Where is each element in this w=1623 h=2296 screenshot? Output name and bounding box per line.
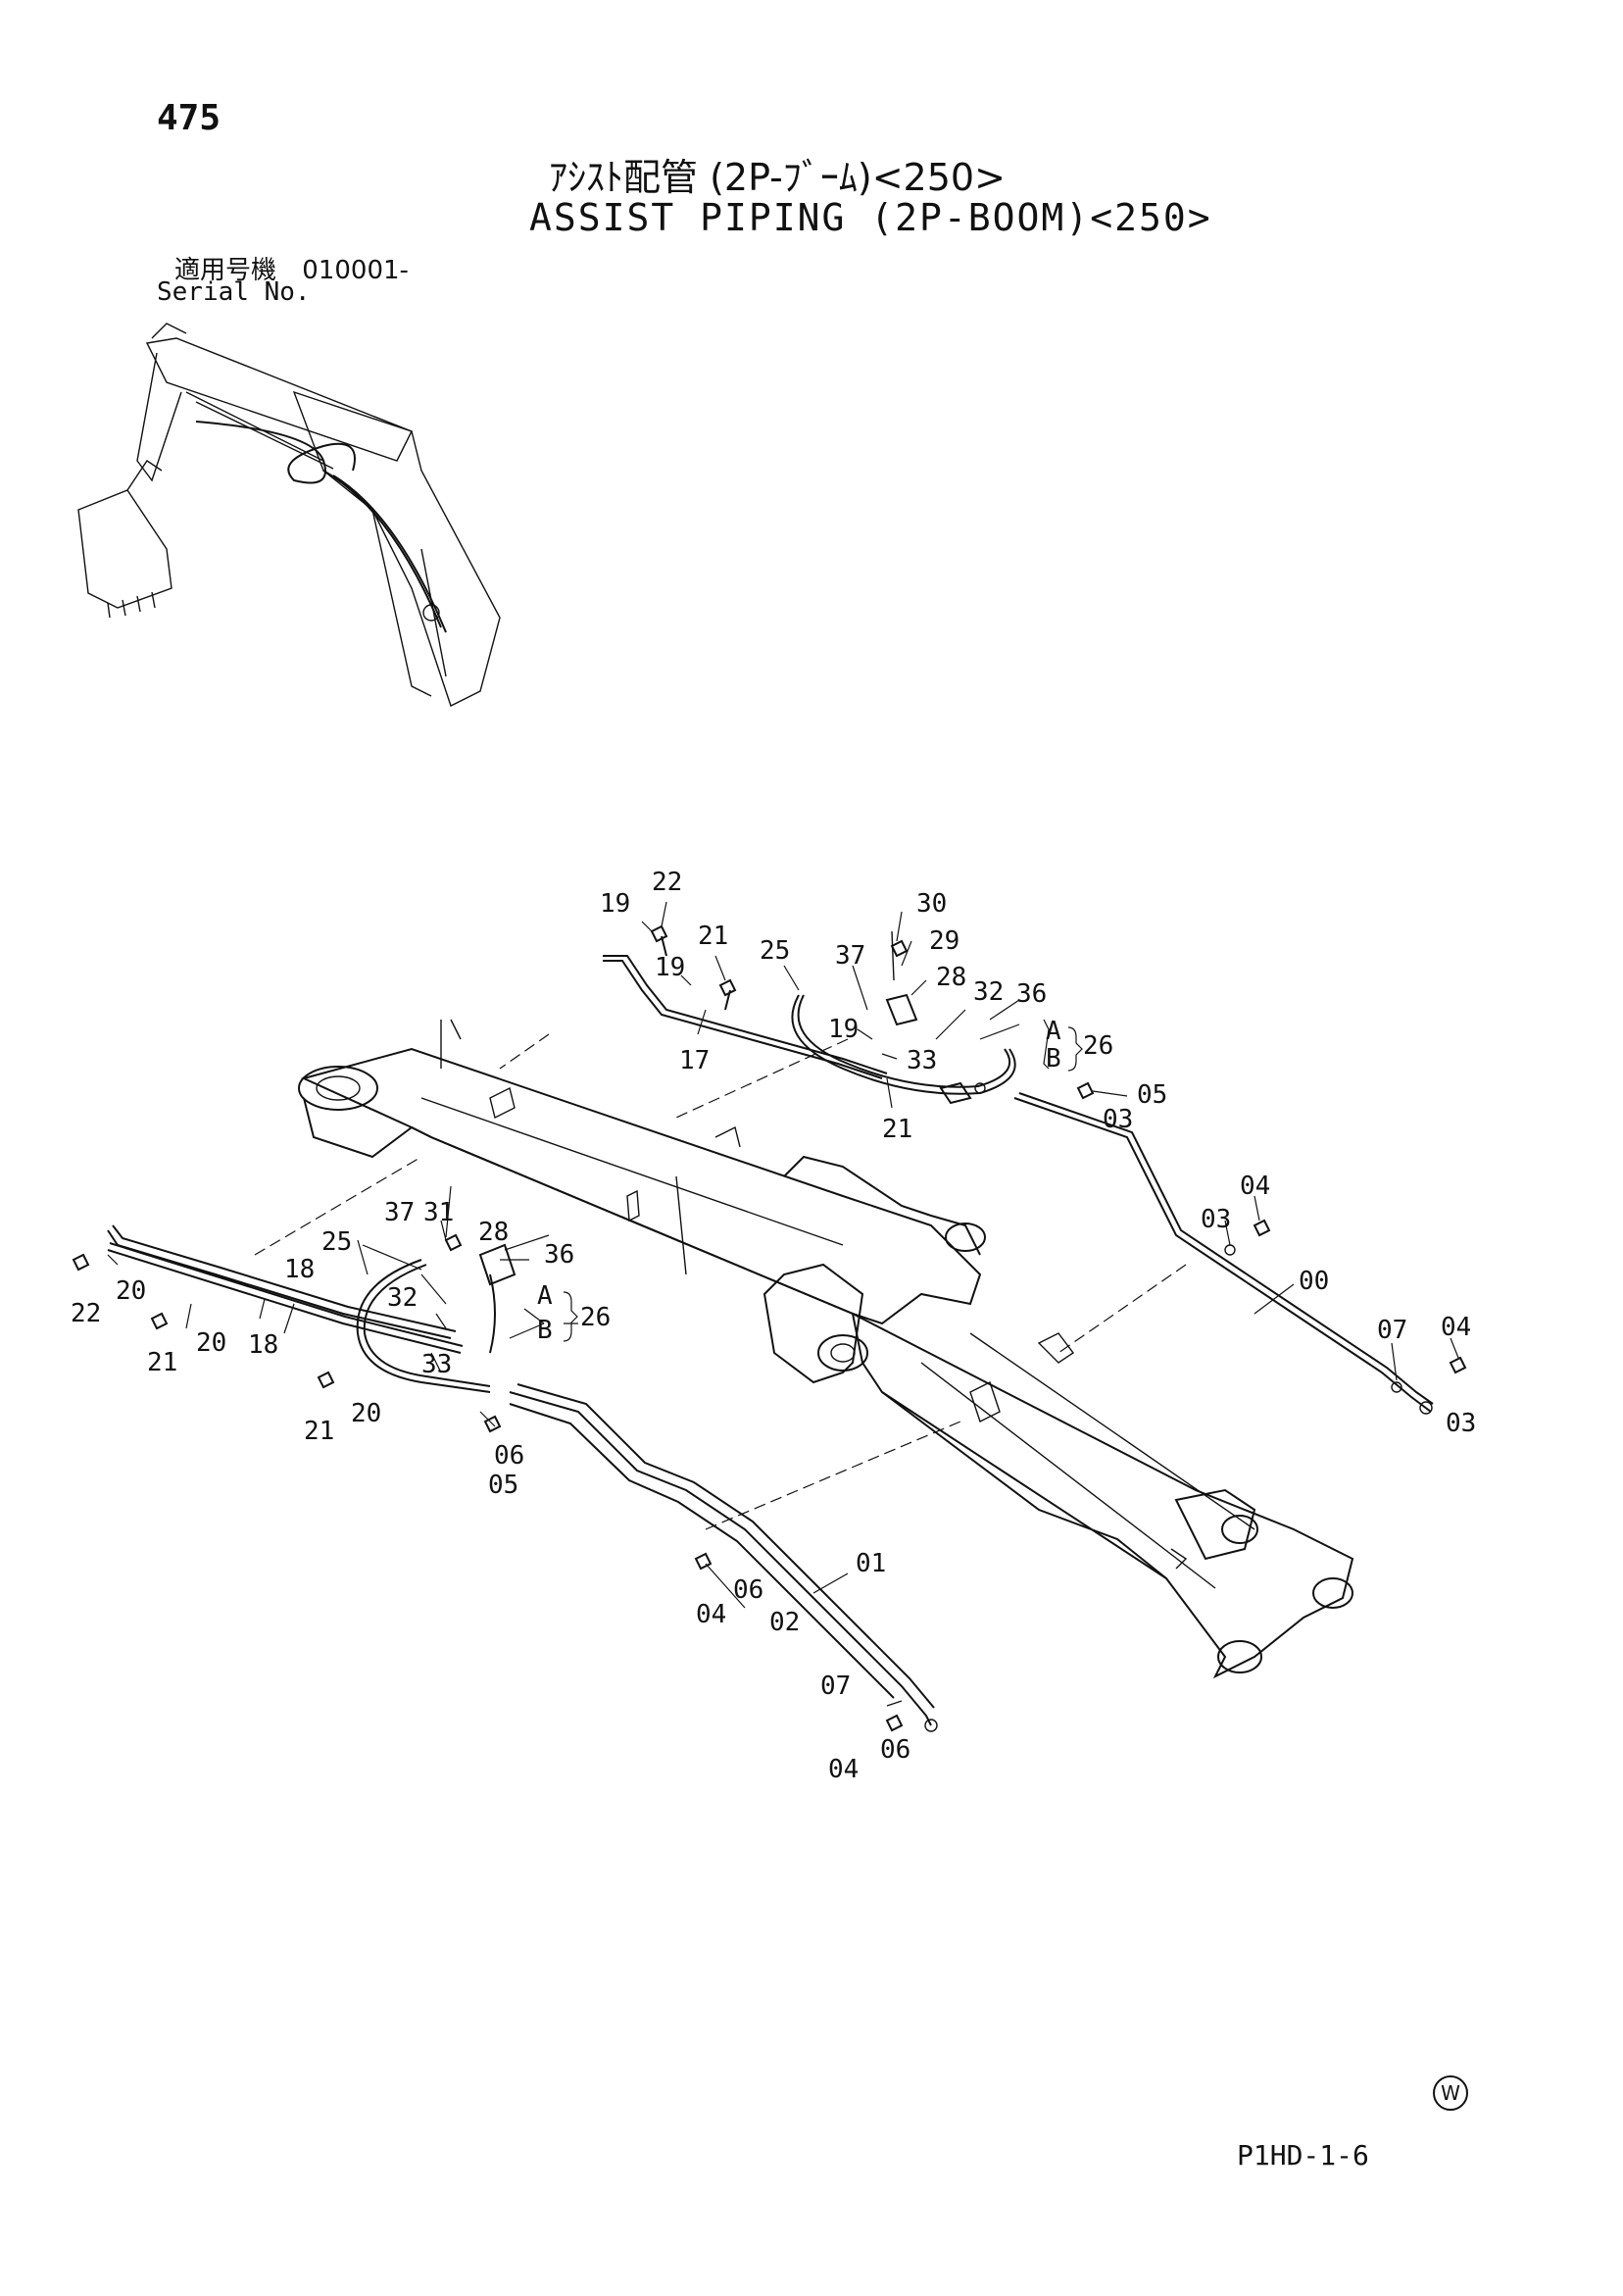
page-title-japanese: ｱｼｽﾄ配管 (2P-ﾌﾞｰﾑ)<250> [549,156,1006,199]
part-callout-04: 04 [696,1600,726,1629]
serial-label-jp-text: 適用号機 [174,256,277,285]
watermark-symbol: W [1433,2075,1468,2111]
boom-structure [298,1019,1354,1679]
dashed-reference-lines [254,1033,1187,1530]
part-callout-A: A [537,1281,553,1311]
part-callout-06: 06 [880,1735,910,1765]
part-callout-30: 30 [916,889,947,919]
part-callout-21: 21 [882,1115,912,1144]
part-callout-22: 22 [71,1299,101,1328]
part-callout-26: 26 [580,1303,611,1332]
callout-brace [563,1291,578,1342]
part-callout-36: 36 [1016,979,1047,1009]
part-callout-A: A [1046,1017,1061,1046]
part-callout-04: 04 [1240,1172,1270,1201]
part-callout-07: 07 [820,1672,851,1701]
serial-label-japanese: 適用号機 010001- [174,250,409,286]
part-callout-19: 19 [655,953,685,982]
part-callout-03: 03 [1103,1105,1133,1134]
part-callout-07: 07 [1377,1316,1407,1345]
part-callout-20: 20 [351,1399,381,1428]
part-callout-33: 33 [907,1046,937,1075]
part-callout-05: 05 [488,1471,518,1500]
part-callout-19: 19 [600,889,630,919]
part-callout-21: 21 [304,1417,334,1446]
piping-lower [107,1224,938,1732]
part-callout-02: 02 [769,1608,800,1637]
part-callout-29: 29 [929,926,959,956]
part-callout-21: 21 [698,922,728,951]
part-callout-03: 03 [1201,1205,1231,1234]
footer-drawing-code: P1HD-1-6 [1237,2139,1369,2171]
part-callout-28: 28 [936,963,966,992]
part-callout-01: 01 [856,1549,886,1578]
part-callout-21: 21 [147,1348,177,1377]
part-callout-06: 06 [733,1575,763,1605]
part-callout-25: 25 [321,1227,352,1257]
part-callout-36: 36 [544,1240,574,1270]
part-callout-37: 37 [835,941,865,971]
part-callout-18: 18 [248,1330,278,1360]
part-callout-04: 04 [1441,1313,1471,1342]
part-callout-32: 32 [387,1283,418,1313]
part-callout-25: 25 [760,936,790,966]
part-callout-32: 32 [973,977,1004,1007]
part-callout-03: 03 [1446,1409,1476,1438]
part-callout-33: 33 [421,1350,452,1379]
part-callout-19: 19 [828,1015,859,1044]
part-callout-37: 37 [384,1198,415,1227]
callout-brace [1067,1026,1083,1072]
part-callout-31: 31 [423,1198,454,1227]
fasteners [72,924,1467,1732]
part-callout-18: 18 [284,1255,315,1284]
part-callout-26: 26 [1083,1031,1113,1061]
serial-label-english: Serial No. [157,277,311,307]
part-callout-20: 20 [196,1328,226,1358]
part-callout-20: 20 [116,1276,146,1306]
page-number: 475 [157,98,221,138]
part-callout-00: 00 [1299,1267,1329,1296]
part-callout-22: 22 [652,868,682,897]
part-callout-B: B [1046,1044,1061,1073]
part-callout-17: 17 [679,1046,710,1075]
part-callout-28: 28 [478,1218,509,1247]
serial-range: 010001- [302,256,409,285]
part-callout-B: B [537,1316,553,1345]
part-callout-04: 04 [828,1755,859,1784]
page-title-english: ASSIST PIPING (2P-BOOM)<250> [529,196,1212,239]
part-callout-05: 05 [1137,1080,1167,1110]
thumbnail-drawing [77,323,501,707]
callout-leaders [107,901,1459,1707]
part-callout-06: 06 [494,1441,524,1471]
